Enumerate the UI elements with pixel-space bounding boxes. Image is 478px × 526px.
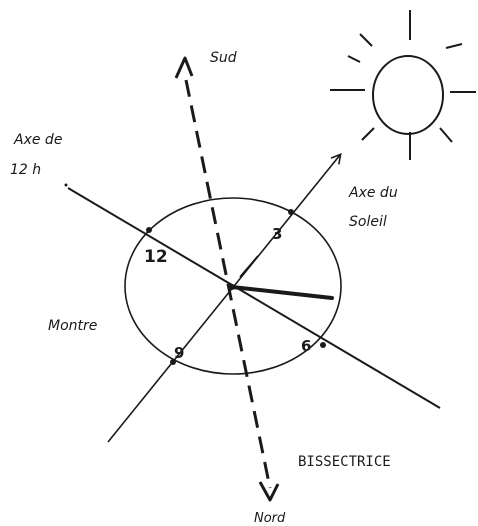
- bisector-line: [184, 79, 272, 489]
- label-south: Sud: [210, 50, 237, 66]
- hour-3: 3: [272, 225, 282, 243]
- axis-12h-line: [67, 187, 441, 409]
- label-north: Nord: [254, 511, 286, 526]
- minute-hand: [239, 255, 259, 278]
- label-axis-12h-line1: Axe de: [13, 132, 62, 148]
- hour-hand: [230, 285, 334, 300]
- hour-12: 12: [144, 247, 168, 267]
- axis-speck: [64, 183, 68, 187]
- south-arrowhead: [174, 56, 194, 79]
- north-arrowhead: [258, 481, 280, 502]
- dot-9: [170, 359, 176, 365]
- dot-6: [320, 342, 326, 348]
- watch-center: [229, 284, 235, 290]
- label-bisector: BISSECTRICE: [298, 454, 391, 470]
- dot-3: [288, 209, 294, 215]
- label-axis-12h-line2: 12 h: [10, 162, 41, 178]
- hour-9: 9: [174, 344, 184, 362]
- label-sun-axis-line1: Axe du: [348, 185, 398, 201]
- label-sun-axis-line2: Soleil: [349, 214, 387, 230]
- dot-12: [146, 227, 152, 233]
- hour-6: 6: [301, 337, 311, 355]
- sun-icon: [330, 10, 476, 160]
- label-watch: Montre: [48, 318, 97, 334]
- watch-face: [124, 197, 342, 375]
- sun-axis-line: [107, 152, 342, 443]
